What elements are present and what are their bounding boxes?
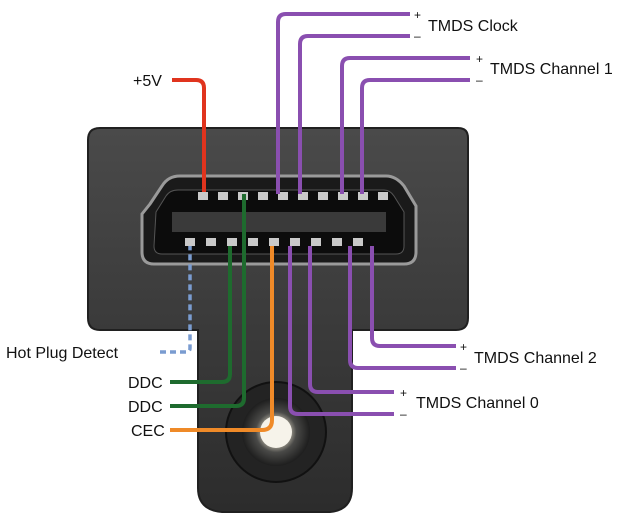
connector-pin xyxy=(198,192,208,200)
tmds-ch0-plus-sign: + xyxy=(400,386,407,400)
connector-pin xyxy=(358,192,368,200)
connector-pin xyxy=(298,192,308,200)
label-ddc-1: DDC xyxy=(128,375,163,392)
connector-pin xyxy=(353,238,363,246)
wire-hot-plug-detect xyxy=(160,246,192,354)
connector-pin xyxy=(227,238,237,246)
tmds-ch0-minus-sign: – xyxy=(400,407,407,421)
connector-pin xyxy=(248,238,258,246)
wire-ddc-1 xyxy=(170,246,232,384)
connector-pin xyxy=(378,192,388,200)
pin-row-bottom xyxy=(185,238,363,246)
connector-pin xyxy=(278,192,288,200)
tmds-clock-plus-sign: + xyxy=(414,8,421,22)
label-tmds-channel-2: TMDS Channel 2 xyxy=(474,350,597,367)
connector-pin xyxy=(185,238,195,246)
label-plus5v: +5V xyxy=(133,73,162,90)
connector-pin xyxy=(338,192,348,200)
label-tmds-channel-0: TMDS Channel 0 xyxy=(416,395,539,412)
label-tmds-channel-1: TMDS Channel 1 xyxy=(490,61,613,78)
connector-pin xyxy=(206,238,216,246)
pin-tongue xyxy=(172,212,386,232)
tmds-ch1-minus-sign: – xyxy=(476,73,483,87)
wire-plus5v xyxy=(172,78,206,192)
hdmi-connector xyxy=(87,127,469,513)
connector-pin xyxy=(332,238,342,246)
connector-pin xyxy=(318,192,328,200)
label-cec: CEC xyxy=(131,423,165,440)
wire-ddc-2 xyxy=(170,194,246,408)
cable-barrel-core xyxy=(260,416,292,448)
wire-cec xyxy=(170,246,274,432)
connector-pin xyxy=(269,238,279,246)
tmds-ch1-plus-sign: + xyxy=(476,52,483,66)
tmds-clock-minus-sign: – xyxy=(414,29,421,43)
label-ddc-2: DDC xyxy=(128,399,163,416)
wire-tmds-clock xyxy=(276,12,410,194)
connector-pin xyxy=(218,192,228,200)
label-hot-plug-detect: Hot Plug Detect xyxy=(6,345,119,362)
connector-pin xyxy=(258,192,268,200)
connector-pin xyxy=(290,238,300,246)
wire-tmds-channel-0 xyxy=(288,246,394,416)
tmds-ch2-minus-sign: – xyxy=(460,361,467,375)
tmds-ch2-plus-sign: + xyxy=(460,340,467,354)
wire-tmds-channel-1 xyxy=(340,56,470,194)
wire-tmds-channel-2 xyxy=(348,246,456,370)
connector-pin xyxy=(311,238,321,246)
label-tmds-clock: TMDS Clock xyxy=(428,18,519,35)
